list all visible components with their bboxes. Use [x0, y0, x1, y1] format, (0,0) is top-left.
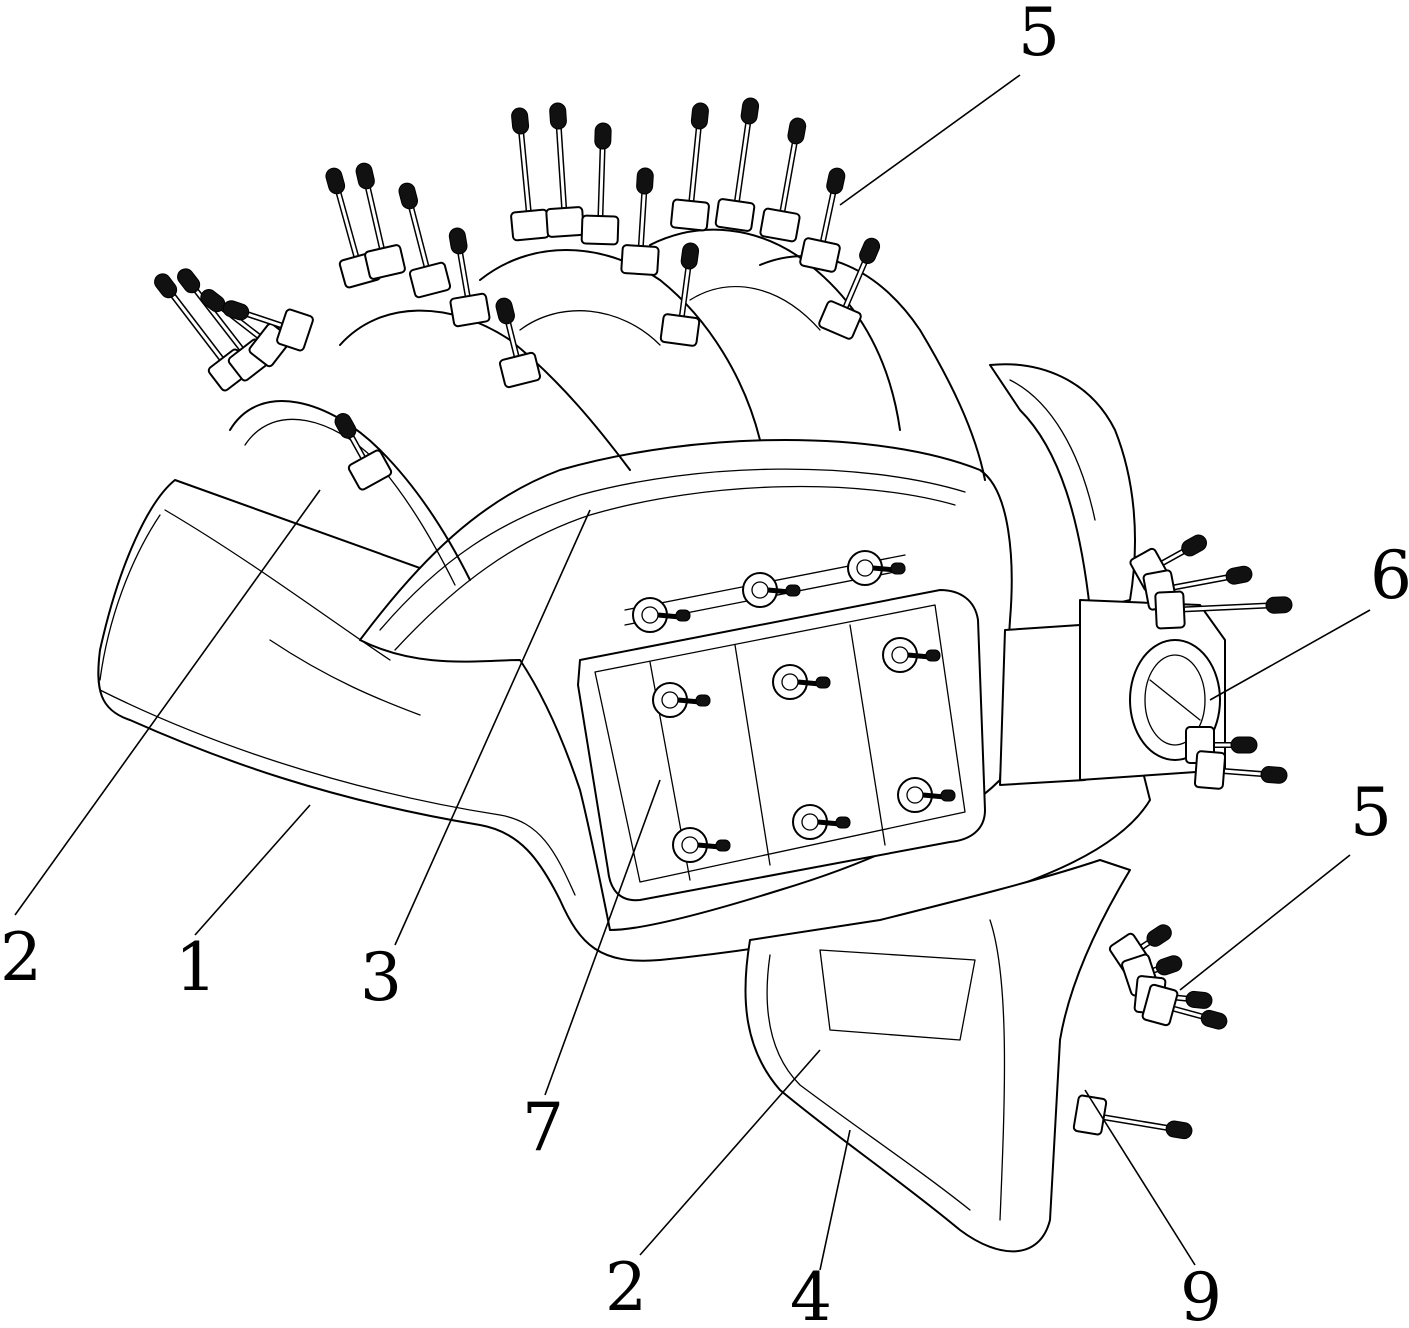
probe-nut-icon — [759, 207, 801, 243]
probe-rod — [818, 237, 881, 340]
probe-nut-icon — [670, 198, 710, 232]
probe-nut-icon — [1154, 590, 1186, 630]
probe-nut-icon — [276, 308, 314, 352]
probe-rods — [154, 97, 1293, 1140]
probe-rod — [1193, 750, 1288, 790]
adjuster-knob — [847, 550, 906, 586]
probe-nut-icon — [799, 237, 841, 273]
adjuster-knob — [792, 804, 851, 840]
probe-rod — [448, 227, 491, 328]
leader-lines — [14, 74, 1371, 1271]
probe-tip-icon — [1185, 990, 1213, 1009]
probe-rod — [154, 273, 253, 392]
callout-2-left: 2 — [0, 919, 42, 996]
callout-9: 9 — [1180, 1259, 1222, 1328]
callout-1: 1 — [175, 929, 217, 1006]
adjuster-knob — [882, 637, 941, 673]
probe-rod — [355, 162, 406, 280]
probe-tip-icon — [1165, 1120, 1193, 1140]
callout-6: 6 — [1370, 537, 1409, 614]
probe-tip-icon — [325, 167, 346, 195]
probe-rod — [325, 167, 382, 289]
probe-nut-icon — [620, 244, 660, 276]
probe-nut-icon — [408, 261, 452, 299]
probe-tip-icon — [1155, 955, 1183, 976]
probe-tip-icon — [355, 162, 375, 190]
probe-nut-icon — [1141, 983, 1179, 1027]
probe-tip-icon — [177, 268, 201, 294]
probe-nut-icon — [818, 300, 862, 340]
probe-rod — [510, 107, 550, 242]
probe-rod — [1121, 953, 1183, 997]
adjuster-knob — [632, 597, 691, 633]
probe-rod — [1141, 983, 1228, 1030]
probe-nut-icon — [545, 206, 585, 238]
probe-rod — [799, 167, 846, 273]
probe-tip-icon — [334, 413, 357, 439]
probe-tip-icon — [680, 242, 700, 270]
probe-tip-icon — [594, 122, 612, 150]
probe-tip-icon — [826, 167, 846, 195]
probe-rod — [495, 297, 542, 389]
callout-5-top: 5 — [1018, 0, 1060, 71]
probe-tip-icon — [154, 273, 178, 299]
adjuster-knob — [897, 777, 956, 813]
probe-nut-icon — [510, 208, 550, 242]
adjuster-knob — [652, 682, 711, 718]
probe-rod — [759, 117, 807, 243]
probe-nut-icon — [1072, 1094, 1108, 1136]
right-frame — [989, 363, 1226, 786]
probe-tip-icon — [511, 107, 530, 135]
probe-nut-icon — [449, 292, 491, 328]
probe-rod — [620, 167, 660, 276]
probe-rod — [659, 242, 701, 347]
probe-nut-icon — [714, 198, 756, 232]
probe-tip-icon — [1260, 766, 1288, 784]
callout-3: 3 — [360, 939, 402, 1016]
probe-tip-icon — [1265, 596, 1293, 614]
probe-rod — [714, 97, 760, 232]
probe-tip-icon — [398, 182, 419, 210]
callout-2-bottom: 2 — [605, 1249, 647, 1326]
probe-rod — [545, 102, 585, 238]
side-adjusters — [632, 550, 956, 863]
probe-tip-icon — [222, 300, 250, 321]
probe-tip-icon — [495, 297, 515, 325]
rear-section — [744, 859, 1131, 1253]
probe-rod — [1154, 590, 1293, 630]
probe-nut-icon — [659, 313, 701, 347]
adjuster-knob — [672, 827, 731, 863]
probe-rod — [398, 182, 452, 299]
probe-tip-icon — [1200, 1009, 1228, 1030]
probe-nut-icon — [498, 351, 542, 389]
callout-7: 7 — [522, 1089, 564, 1166]
probe-nut-icon — [580, 214, 620, 246]
callout-4: 4 — [790, 1259, 832, 1328]
callout-5-right: 5 — [1350, 774, 1392, 851]
probe-rod — [222, 300, 314, 352]
probe-rod — [580, 122, 620, 246]
probe-tip-icon — [1146, 924, 1172, 947]
adjuster-knob — [742, 572, 801, 608]
probe-tip-icon — [1225, 565, 1253, 585]
probe-tip-icon — [787, 117, 807, 145]
probe-tip-icon — [690, 102, 709, 130]
probe-tip-icon — [448, 227, 468, 255]
probe-nut-icon — [347, 449, 393, 491]
probe-tip-icon — [740, 97, 760, 125]
probe-tip-icon — [549, 102, 567, 130]
probe-tip-icon — [1181, 534, 1207, 557]
probe-tip-icon — [1230, 736, 1258, 754]
adjuster-knob — [772, 664, 831, 700]
side-window-panel — [577, 554, 986, 902]
probe-rod — [670, 102, 710, 232]
probe-tip-icon — [859, 237, 881, 265]
probe-tip-icon — [636, 167, 654, 195]
probe-rod — [334, 413, 393, 491]
probe-nut-icon — [1193, 750, 1227, 790]
probe-rod — [1072, 1094, 1193, 1140]
probe-nut-icon — [364, 244, 406, 280]
